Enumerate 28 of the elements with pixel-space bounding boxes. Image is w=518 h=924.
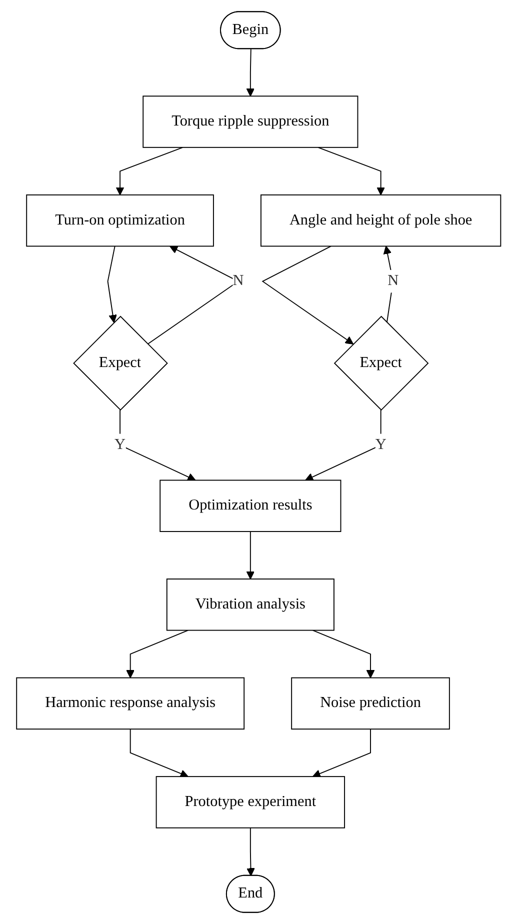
arrow — [312, 728, 372, 778]
node-box: Angle and height of pole shoe — [260, 194, 502, 247]
arrow — [384, 246, 394, 324]
node-box: Optimization results — [160, 480, 342, 532]
arrow — [312, 630, 376, 678]
node-box: Vibration analysis — [166, 578, 335, 631]
node-box: Noise prediction — [291, 677, 450, 730]
arrow — [120, 409, 196, 481]
arrow — [130, 728, 189, 778]
arrow — [116, 146, 184, 196]
node-box: Turn-on optimization — [26, 194, 214, 247]
edge-label: N — [233, 272, 244, 289]
node-box: Prototype experiment — [156, 776, 346, 828]
edge-label: N — [388, 272, 399, 289]
node-box: Torque ripple suppression — [143, 96, 359, 148]
edge-label: Y — [376, 436, 387, 453]
node-diamond: Expect — [334, 316, 430, 411]
arrow — [246, 827, 256, 876]
node-box: Harmonic response analysis — [16, 677, 245, 730]
arrow — [126, 630, 189, 678]
arrow — [246, 531, 255, 580]
arrow — [108, 246, 118, 323]
node-diamond: Expect — [73, 316, 168, 411]
arrow — [318, 146, 386, 196]
arrow — [262, 246, 354, 344]
arrow — [246, 48, 255, 96]
edge-label: Y — [114, 436, 126, 453]
arrow — [305, 409, 382, 481]
